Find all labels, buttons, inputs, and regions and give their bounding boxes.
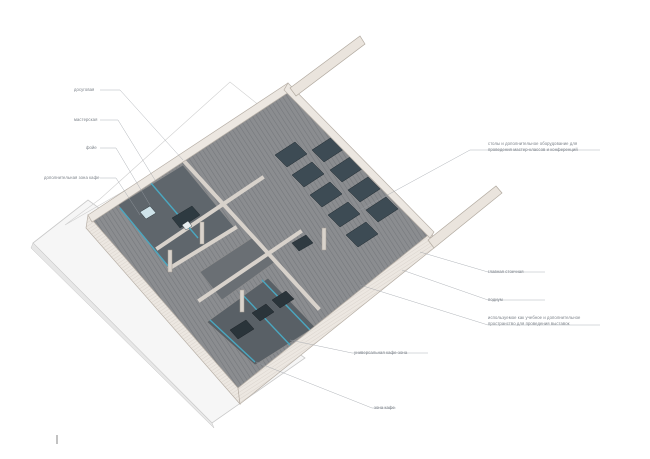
interior-walls: [155, 157, 321, 311]
workshop-furniture: [139, 205, 201, 231]
conference-tables: [274, 136, 399, 252]
beam-top: [289, 35, 366, 97]
label-foyer: фойе: [86, 145, 97, 150]
label-main-counter: главная стоечная: [488, 269, 524, 274]
cafe-furniture: [229, 290, 295, 340]
ground-plate-lower: [30, 242, 215, 429]
beam-right: [427, 185, 503, 249]
label-leisure: досуговая: [74, 87, 95, 92]
label-universal-cafe-zone: универсальная кафе-зона: [354, 350, 408, 355]
label-exhibition-space: используемое как учебное и дополнительно…: [488, 315, 581, 326]
leader-lines: [100, 89, 600, 409]
label-workshop: мастерская: [74, 117, 98, 122]
label-podium: подиум: [488, 297, 503, 302]
label-conference-tables: столы и дополнительное оборудование для …: [488, 141, 578, 152]
label-extra-cafe-zone: дополнительная зона кафе: [44, 175, 100, 180]
label-cafe-zone: зона кафе: [374, 405, 395, 410]
columns: [167, 221, 327, 313]
glazing-accents: [119, 181, 311, 363]
